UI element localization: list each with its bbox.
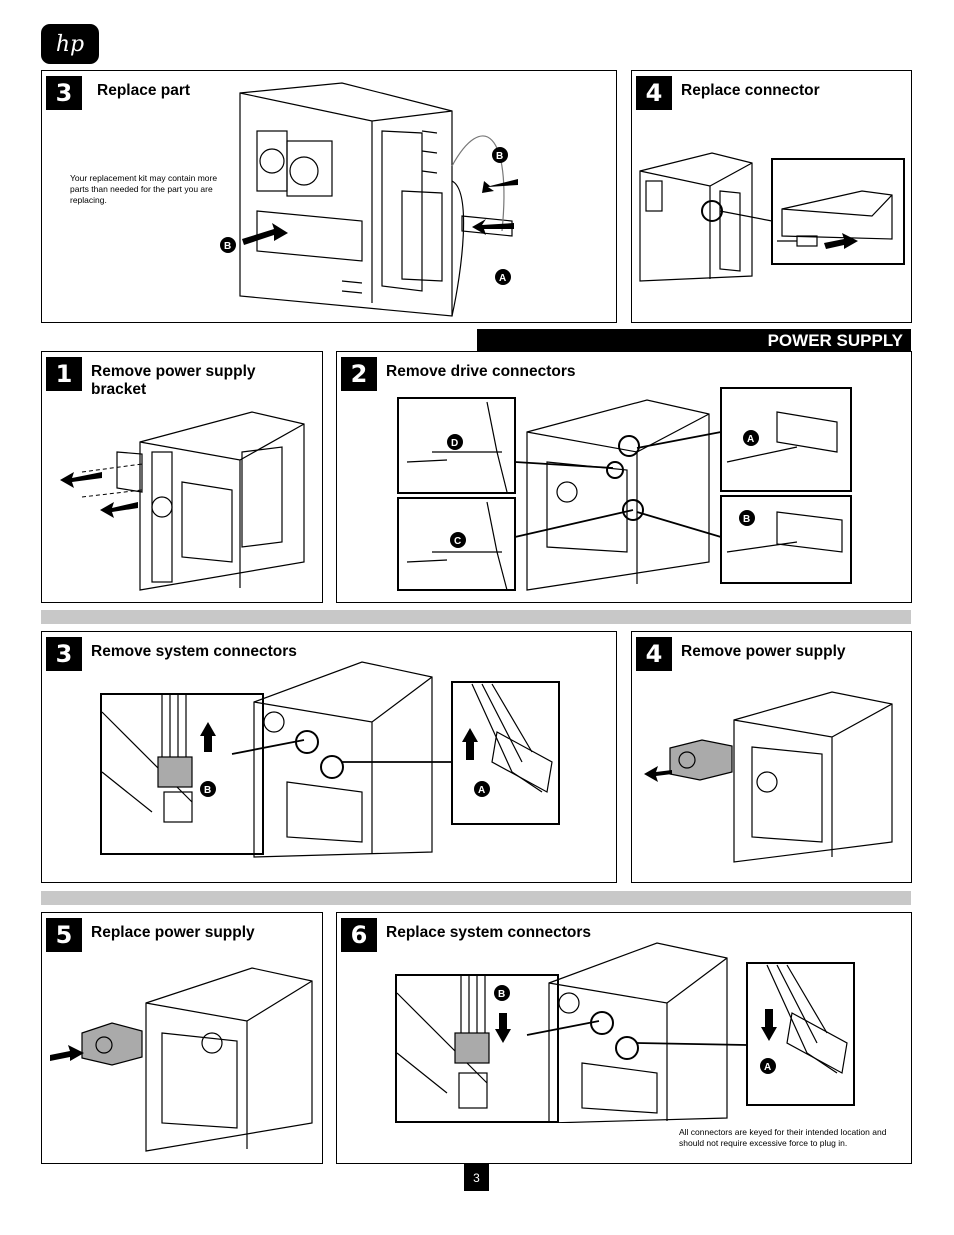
- svg-text:B: B: [498, 989, 505, 1000]
- hp-logo: hp: [41, 24, 99, 64]
- svg-text:A: A: [747, 434, 754, 445]
- step-title: Replace part: [97, 82, 191, 99]
- replace-connector-illustration: [639, 152, 905, 282]
- svg-text:C: C: [454, 536, 461, 547]
- panel-replace-connector: 4 Replace connector: [631, 70, 912, 323]
- system-connectors-illustration: B A: [100, 661, 560, 858]
- step-title: Remove power supply bracket: [91, 363, 256, 398]
- svg-text:D: D: [451, 438, 458, 449]
- svg-text:B: B: [743, 514, 750, 525]
- replace-part-illustration: B B A: [220, 82, 518, 317]
- divider-bar: [41, 610, 911, 624]
- drive-connectors-illustration: D C A B: [397, 387, 852, 591]
- panel-remove-drive-connectors: 2 Remove drive connectors D C A B: [336, 351, 912, 603]
- step-number: 3: [46, 637, 82, 671]
- section-title-power-supply: POWER SUPPLY: [477, 329, 911, 352]
- svg-text:A: A: [499, 273, 506, 284]
- kit-note: Your replacement kit may contain more pa…: [70, 173, 218, 205]
- step-number: 1: [46, 357, 82, 391]
- step-title: Remove system connectors: [91, 643, 297, 660]
- svg-text:B: B: [496, 151, 503, 162]
- remove-bracket-illustration: [60, 411, 305, 591]
- step-title: Replace connector: [681, 82, 820, 99]
- step-title: Replace power supply: [91, 924, 255, 941]
- svg-text:B: B: [204, 785, 211, 796]
- remove-power-supply-illustration: [644, 691, 893, 863]
- panel-remove-bracket: 1 Remove power supply bracket: [41, 351, 323, 603]
- replace-power-supply-illustration: [50, 967, 313, 1152]
- panel-replace-system-connectors: 6 Replace system connectors All connecto…: [336, 912, 912, 1164]
- svg-text:A: A: [478, 785, 485, 796]
- panel-replace-power-supply: 5 Replace power supply: [41, 912, 323, 1164]
- panel-remove-power-supply: 4 Remove power supply: [631, 631, 912, 883]
- panel-replace-part: 3 Replace part Your replacement kit may …: [41, 70, 617, 323]
- step-number: 4: [636, 76, 672, 110]
- keyed-connectors-note: All connectors are keyed for their inten…: [679, 1127, 887, 1148]
- svg-text:B: B: [224, 241, 231, 252]
- panel-remove-system-connectors: 3 Remove system connectors B A: [41, 631, 617, 883]
- step-title: Replace system connectors: [386, 924, 592, 941]
- svg-text:A: A: [764, 1062, 771, 1073]
- step-number: 3: [46, 76, 82, 110]
- step-title: Remove drive connectors: [386, 363, 576, 380]
- step-number: 4: [636, 637, 672, 671]
- page-number: 3: [464, 1164, 489, 1191]
- step-number: 6: [341, 918, 377, 952]
- step-number: 2: [341, 357, 377, 391]
- step-title: Remove power supply: [681, 643, 846, 660]
- replace-system-connectors-illustration: B A: [395, 942, 855, 1123]
- step-number: 5: [46, 918, 82, 952]
- divider-bar: [41, 891, 911, 905]
